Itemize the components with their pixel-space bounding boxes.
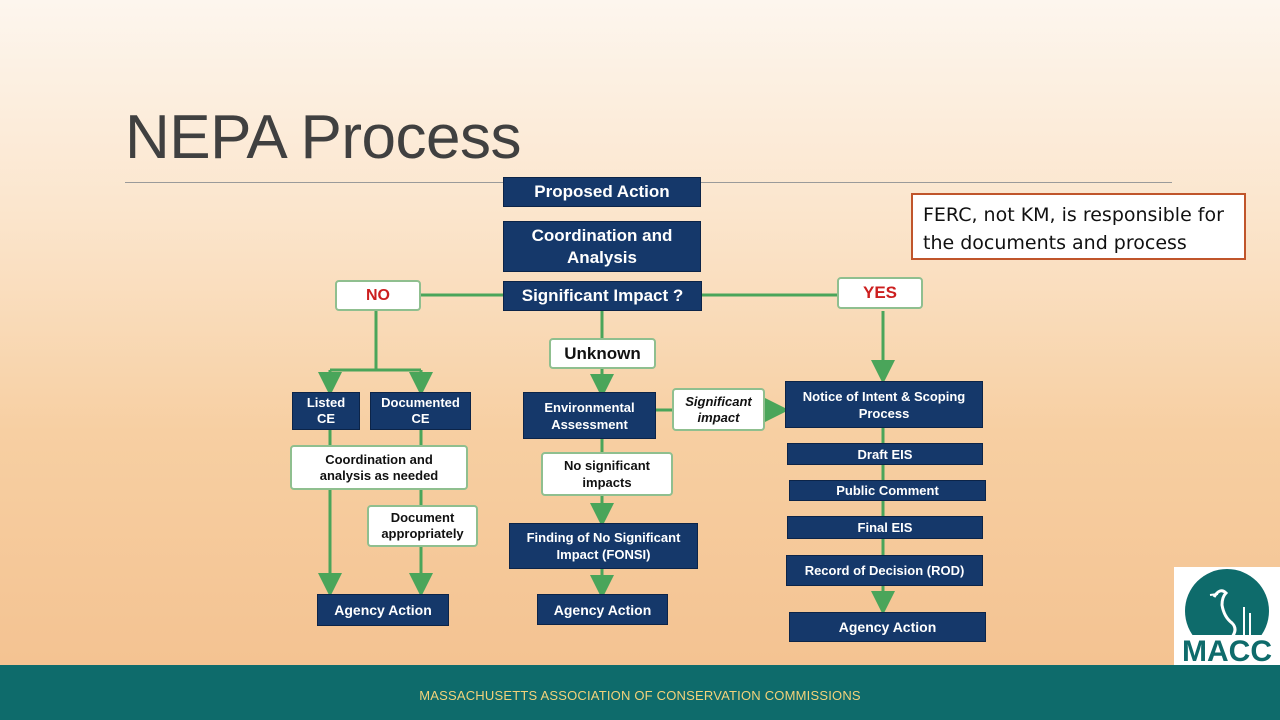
agency-action-middle-box: Agency Action [537,594,668,625]
significant-impact-box: Significant impact [672,388,765,431]
notice-of-intent-box: Notice of Intent & Scoping Process [785,381,983,428]
fonsi-box: Finding of No Significant Impact (FONSI) [509,523,698,569]
svg-text:MACC: MACC [1182,635,1272,665]
record-of-decision-box: Record of Decision (ROD) [786,555,983,586]
environmental-assessment-box: Environmental Assessment [523,392,656,439]
no-significant-impacts-box: No significant impacts [541,452,673,496]
final-eis-box: Final EIS [787,516,983,539]
macc-logo: MACC [1174,567,1280,668]
yes-label-box: YES [837,277,923,309]
proposed-action-box: Proposed Action [503,177,701,207]
coordination-as-needed-box: Coordination and analysis as needed [290,445,468,490]
unknown-box: Unknown [549,338,656,369]
footer-bar [0,665,1280,720]
document-appropriately-box: Document appropriately [367,505,478,547]
ferc-note-box: FERC, not KM, is responsible for the doc… [911,193,1246,260]
public-comment-box: Public Comment [789,480,986,501]
slide-title: NEPA Process [125,103,522,172]
documented-ce-box: Documented CE [370,392,471,430]
no-label-box: NO [335,280,421,311]
listed-ce-box: Listed CE [292,392,360,430]
draft-eis-box: Draft EIS [787,443,983,465]
coordination-analysis-box: Coordination and Analysis [503,221,701,272]
significant-impact-question-box: Significant Impact ? [503,281,702,311]
agency-action-right-box: Agency Action [789,612,986,642]
heron-logo-icon: MACC [1176,569,1278,668]
footer-text: MASSACHUSETTS ASSOCIATION OF CONSERVATIO… [419,688,861,703]
agency-action-left-box: Agency Action [317,594,449,626]
